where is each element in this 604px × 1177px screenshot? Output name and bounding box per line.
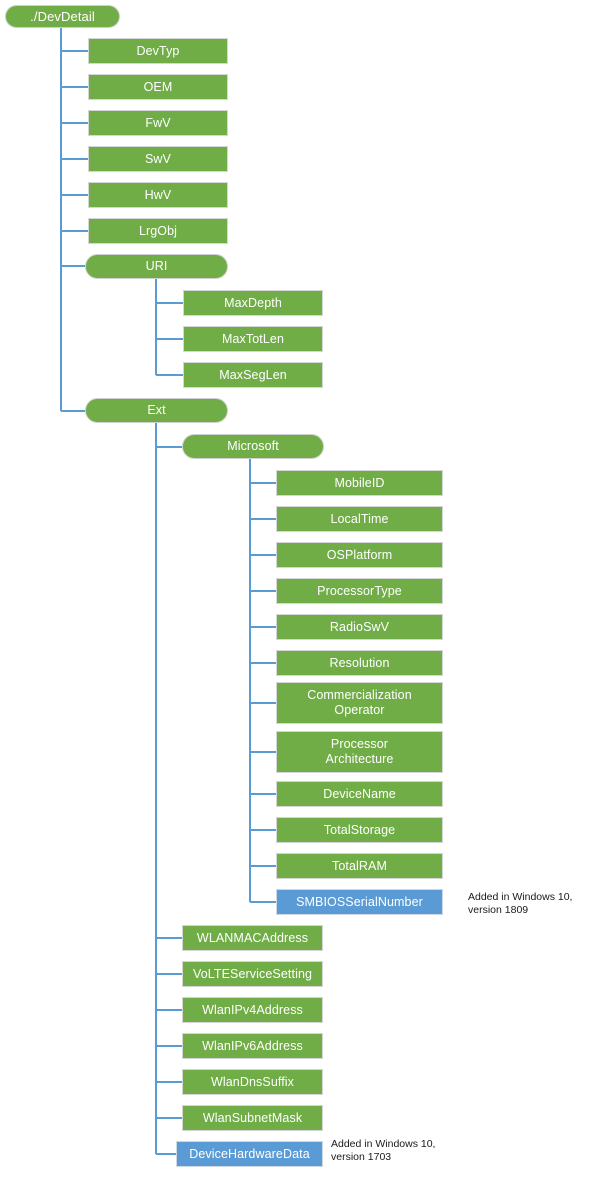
tree-node-wlandnssuffix[interactable]: WlanDnsSuffix — [182, 1069, 323, 1095]
tree-node-osplatform[interactable]: OSPlatform — [276, 542, 443, 568]
tree-node-totalram[interactable]: TotalRAM — [276, 853, 443, 879]
tree-node-uri[interactable]: URI — [85, 254, 228, 279]
tree-node-wlansubnetmask[interactable]: WlanSubnetMask — [182, 1105, 323, 1131]
tree-node-fwv[interactable]: FwV — [88, 110, 228, 136]
annotation-note-smbios: Added in Windows 10, version 1809 — [468, 891, 573, 916]
tree-node-oem[interactable]: OEM — [88, 74, 228, 100]
tree-node-maxtotlen[interactable]: MaxTotLen — [183, 326, 323, 352]
tree-node-totalstorage[interactable]: TotalStorage — [276, 817, 443, 843]
tree-node-maxseglen[interactable]: MaxSegLen — [183, 362, 323, 388]
tree-node-localtime[interactable]: LocalTime — [276, 506, 443, 532]
tree-node-radioswv[interactable]: RadioSwV — [276, 614, 443, 640]
tree-node-devicehardwaredata[interactable]: DeviceHardwareData — [176, 1141, 323, 1167]
tree-node-ext[interactable]: Ext — [85, 398, 228, 423]
tree-node-maxdepth[interactable]: MaxDepth — [183, 290, 323, 316]
tree-node-devicename[interactable]: DeviceName — [276, 781, 443, 807]
tree-node-lrgobj[interactable]: LrgObj — [88, 218, 228, 244]
tree-node-swv[interactable]: SwV — [88, 146, 228, 172]
tree-node-hwv[interactable]: HwV — [88, 182, 228, 208]
tree-node-wlanmacaddress[interactable]: WLANMACAddress — [182, 925, 323, 951]
tree-node-resolution[interactable]: Resolution — [276, 650, 443, 676]
tree-node-voltesvcsetting[interactable]: VoLTEServiceSetting — [182, 961, 323, 987]
tree-node-processorarch[interactable]: Processor Architecture — [276, 731, 443, 773]
tree-node-microsoft[interactable]: Microsoft — [182, 434, 324, 459]
tree-node-root[interactable]: ./DevDetail — [5, 5, 120, 28]
tree-node-wlanipv4address[interactable]: WlanIPv4Address — [182, 997, 323, 1023]
tree-node-commercialization[interactable]: Commercialization Operator — [276, 682, 443, 724]
tree-node-devtyp[interactable]: DevTyp — [88, 38, 228, 64]
tree-node-wlanipv6address[interactable]: WlanIPv6Address — [182, 1033, 323, 1059]
tree-node-mobileid[interactable]: MobileID — [276, 470, 443, 496]
tree-node-smbiosserialnumber[interactable]: SMBIOSSerialNumber — [276, 889, 443, 915]
tree-node-processortype[interactable]: ProcessorType — [276, 578, 443, 604]
annotation-note-devhwd: Added in Windows 10, version 1703 — [331, 1138, 436, 1163]
